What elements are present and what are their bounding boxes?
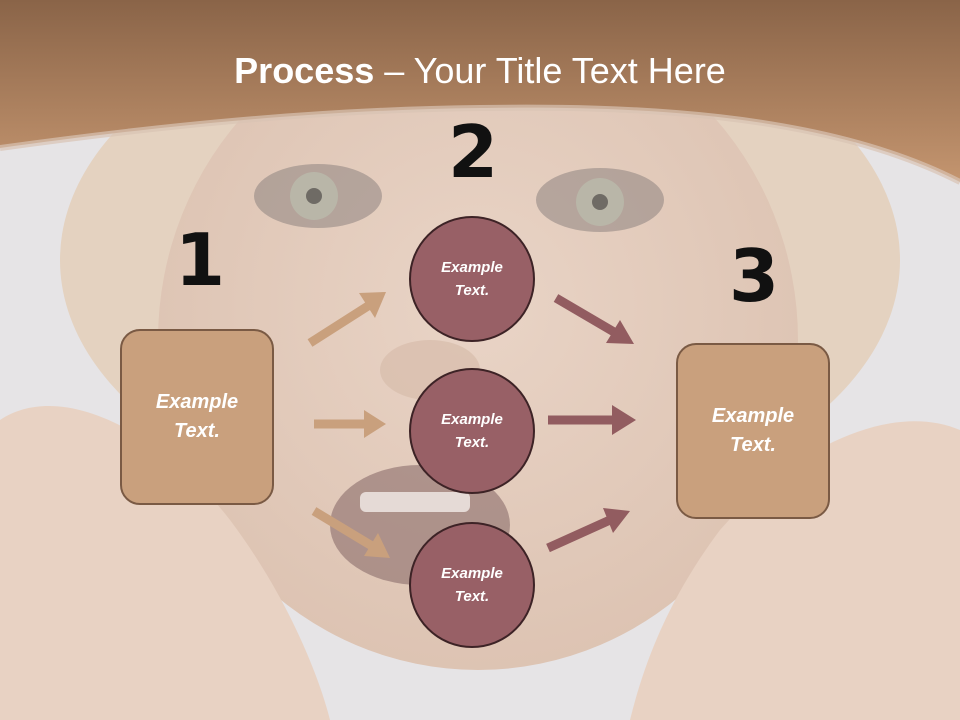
title-rest: – Your Title Text Here <box>374 50 726 91</box>
step-2-circle-top: Example Text. <box>409 216 535 342</box>
circle-bottom-text: Example Text. <box>441 565 503 605</box>
step-2-circle-bottom: Example Text. <box>409 522 535 648</box>
step-1-text: Example Text. <box>155 391 239 442</box>
page-title: Process – Your Title Text Here <box>0 50 960 92</box>
step-number-2: 2 <box>447 110 499 194</box>
arrow-bottom-to-3 <box>546 508 630 553</box>
step-number-3: 3 <box>728 234 780 318</box>
circle-top-text: Example Text. <box>441 259 503 299</box>
step-3-box: Example Text. <box>676 343 830 519</box>
arrow-top-to-3 <box>553 294 634 344</box>
circle-middle-text: Example Text. <box>441 411 503 451</box>
step-number-1: 1 <box>174 218 226 302</box>
step-1-box: Example Text. <box>120 329 274 505</box>
step-3-text: Example Text. <box>711 405 795 456</box>
title-bold: Process <box>234 50 375 91</box>
arrow-middle-to-3 <box>548 405 636 435</box>
arrow-1-to-top <box>307 292 386 347</box>
arrow-1-to-middle <box>314 410 386 438</box>
arrow-1-to-bottom <box>311 507 390 558</box>
step-2-circle-middle: Example Text. <box>409 368 535 494</box>
